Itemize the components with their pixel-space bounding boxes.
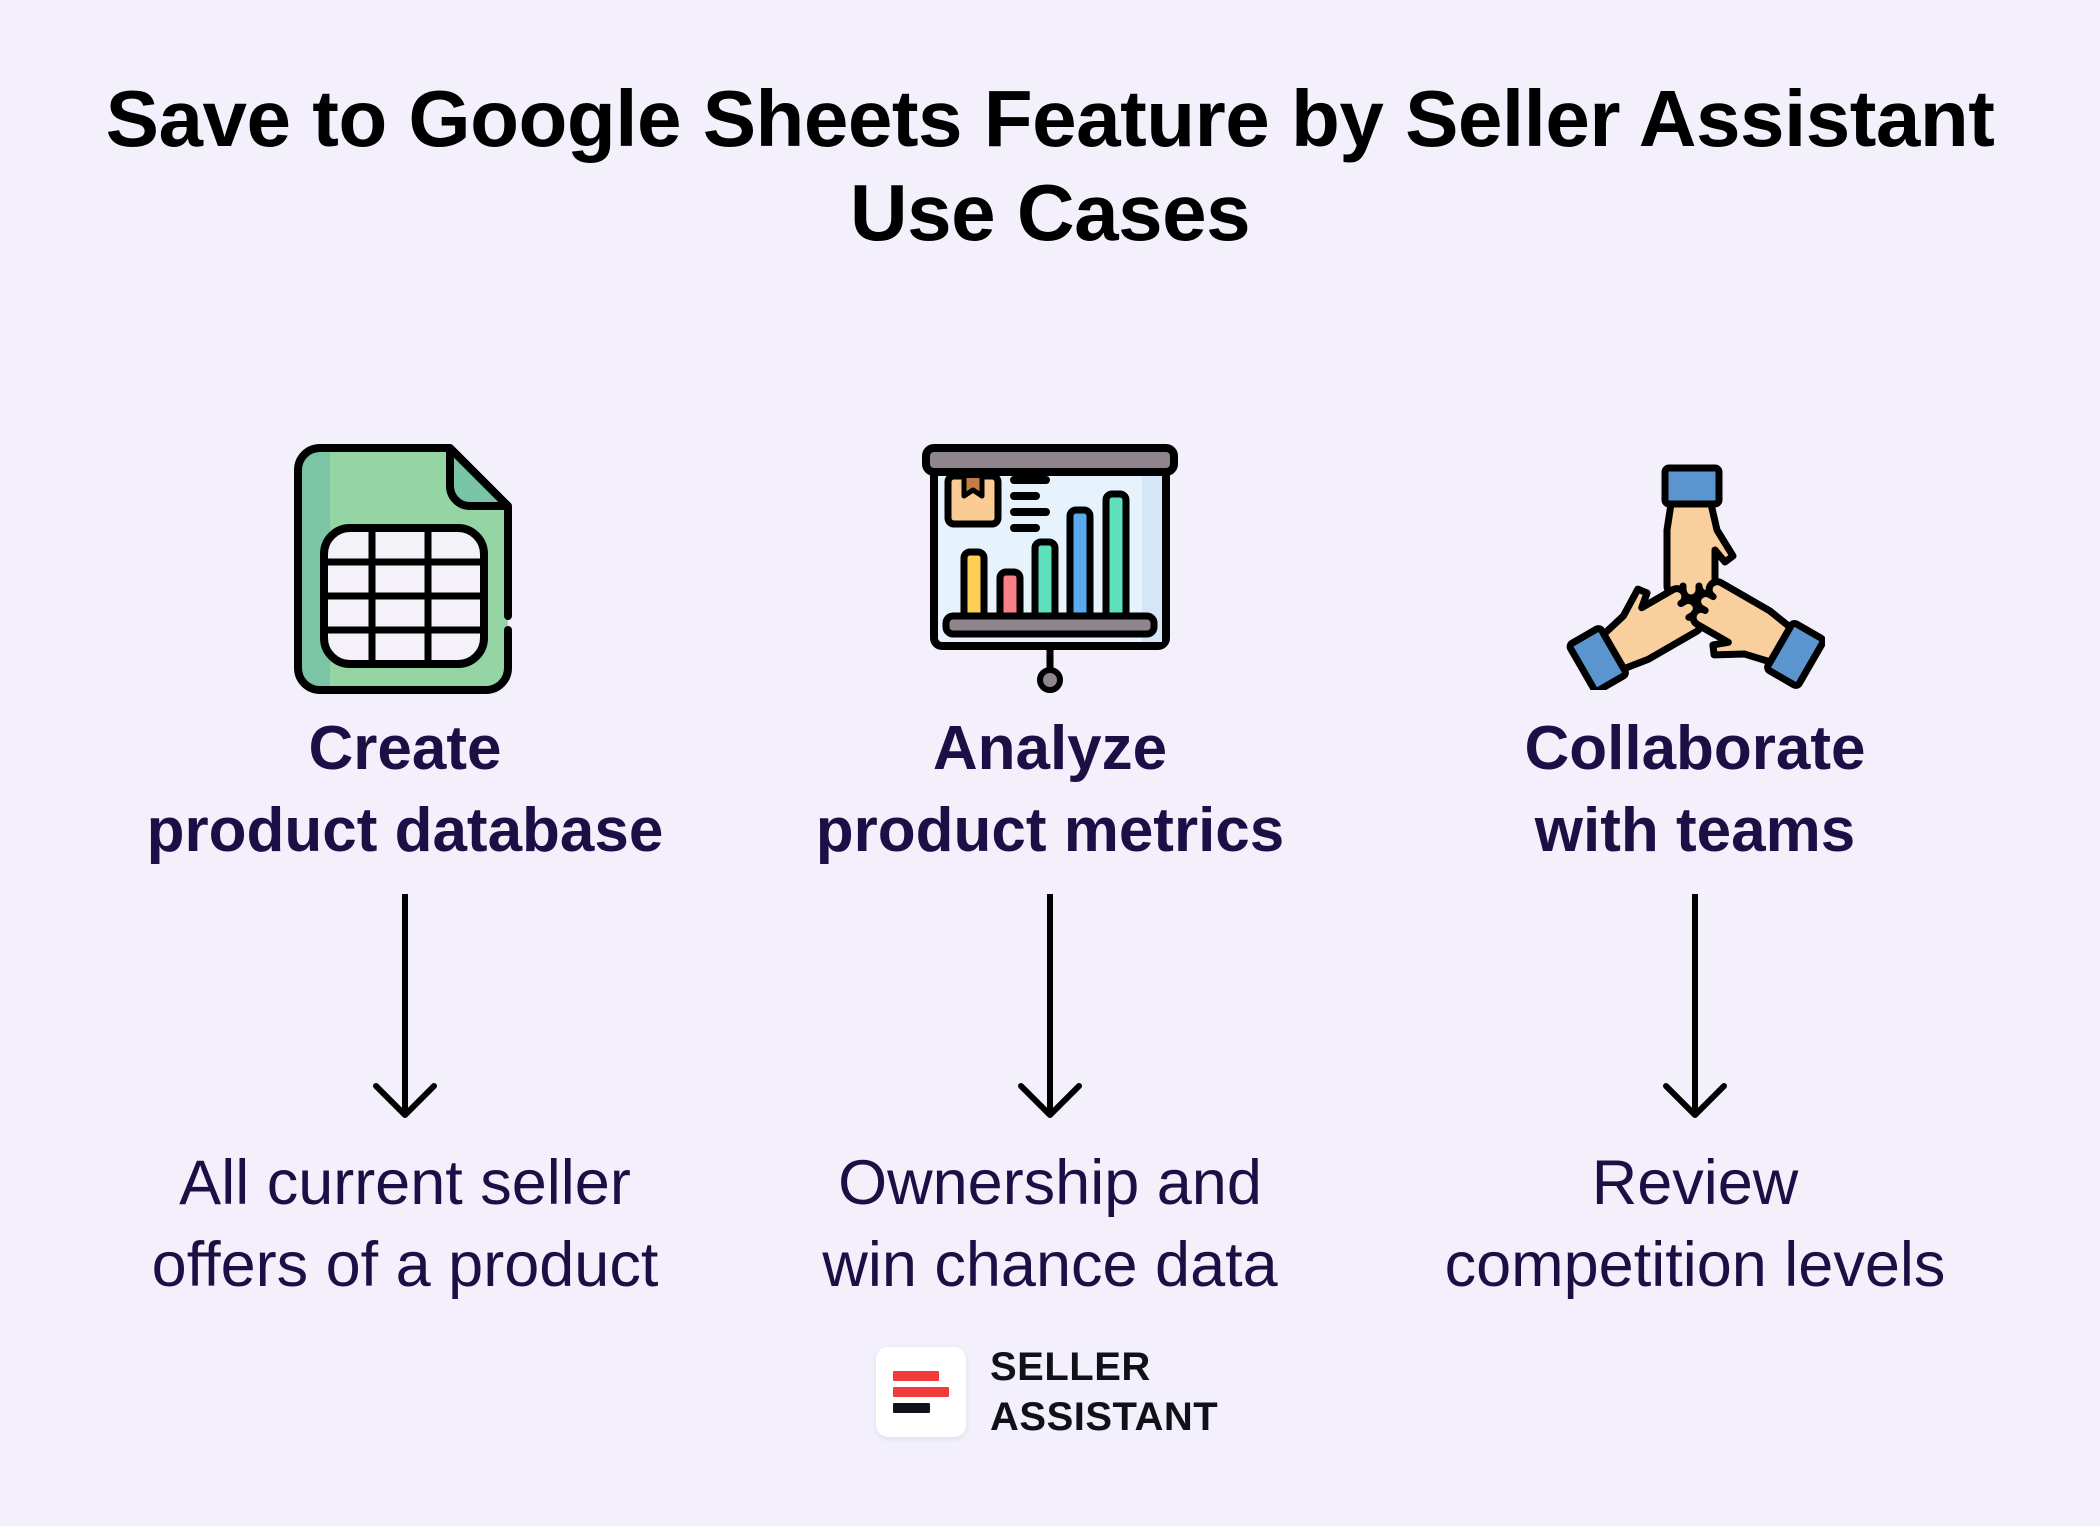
logo-mark-icon <box>876 1347 966 1437</box>
title-line-1: Save to Google Sheets Feature by Seller … <box>105 74 1995 163</box>
arrow-down-icon <box>373 894 437 1118</box>
use-case-description: Ownership and win chance data <box>822 1142 1277 1306</box>
heading-line-1: Create <box>308 714 502 783</box>
heading-line-1: Collaborate <box>1524 714 1866 783</box>
use-case-description: Review competition levels <box>1445 1142 1946 1306</box>
description-line-2: win chance data <box>822 1230 1278 1300</box>
logo-line-1: SELLER <box>990 1345 1151 1389</box>
use-case-heading: Create product database <box>147 708 664 872</box>
use-case-analyze-metrics: Analyze product metrics Ownership and wi… <box>730 430 1370 1306</box>
description-line-2: competition levels <box>1444 1230 1946 1300</box>
use-case-heading: Analyze product metrics <box>816 708 1285 872</box>
logo-bar-red-2 <box>893 1387 949 1397</box>
arrow-down-icon <box>1018 894 1082 1118</box>
logo-wordmark: SELLER ASSISTANT <box>990 1342 1218 1442</box>
teamwork-hands-icon <box>1555 430 1835 710</box>
spreadsheet-file-icon <box>265 430 545 710</box>
heading-line-2: product metrics <box>815 796 1285 865</box>
title-line-2: Use Cases <box>849 168 1251 257</box>
arrow-down-icon <box>1663 894 1727 1118</box>
description-line-1: All current seller <box>179 1148 631 1218</box>
use-case-create-database: Create product database All current sell… <box>85 430 725 1306</box>
logo-line-2: ASSISTANT <box>990 1395 1219 1439</box>
heading-line-2: product database <box>146 796 664 865</box>
description-line-1: Review <box>1591 1148 1799 1218</box>
description-line-2: offers of a product <box>151 1230 659 1300</box>
description-line-1: Ownership and <box>838 1148 1262 1218</box>
heading-line-1: Analyze <box>932 714 1168 783</box>
use-case-collaborate-teams: Collaborate with teams Review competitio… <box>1375 430 2015 1306</box>
heading-line-2: with teams <box>1534 796 1856 865</box>
page-title: Save to Google Sheets Feature by Seller … <box>0 72 2100 260</box>
logo-bar-red-1 <box>893 1371 939 1381</box>
use-case-description: All current seller offers of a product <box>152 1142 659 1306</box>
presentation-chart-icon <box>910 430 1190 710</box>
logo-bar-dark <box>893 1403 930 1413</box>
use-case-heading: Collaborate with teams <box>1524 708 1865 872</box>
seller-assistant-logo: SELLER ASSISTANT <box>876 1342 1218 1442</box>
